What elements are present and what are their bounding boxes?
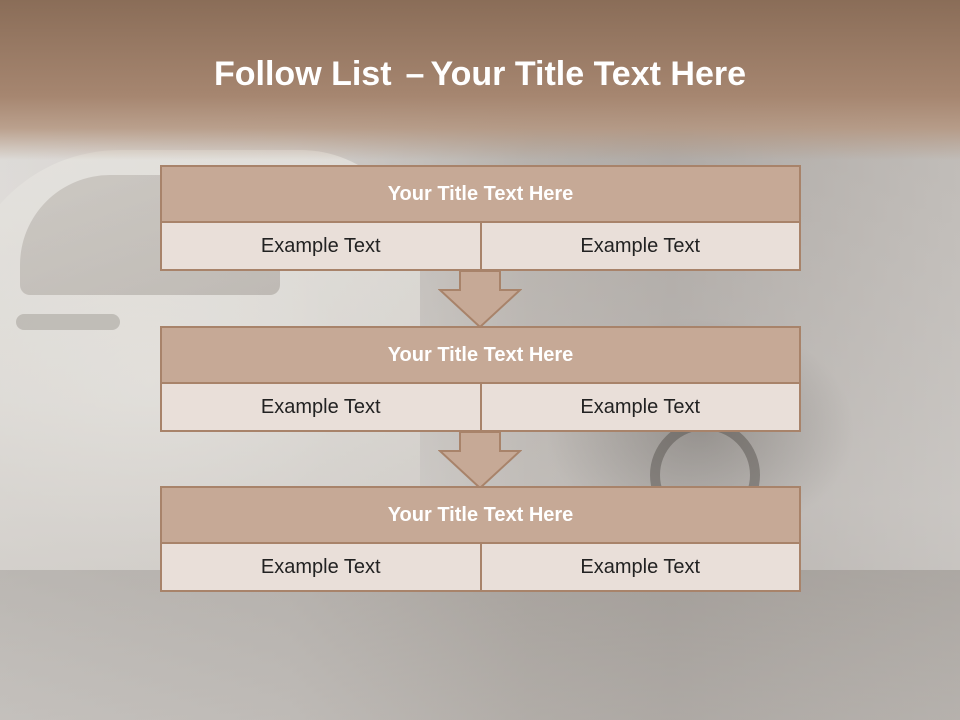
step-title: Your Title Text Here xyxy=(160,326,801,384)
title-rest: Your Title Text Here xyxy=(430,55,746,93)
step-block-2: Your Title Text Here Example Text Exampl… xyxy=(160,326,801,432)
step-row: Example Text Example Text xyxy=(160,542,801,592)
step-title: Your Title Text Here xyxy=(160,486,801,544)
step-block-3: Your Title Text Here Example Text Exampl… xyxy=(160,486,801,592)
step-cell-right: Example Text xyxy=(481,382,801,432)
down-arrow-icon xyxy=(438,270,522,328)
step-cell-left: Example Text xyxy=(160,221,482,271)
step-row: Example Text Example Text xyxy=(160,221,801,271)
step-title: Your Title Text Here xyxy=(160,165,801,223)
step-cell-right: Example Text xyxy=(481,542,801,592)
car-door-handle xyxy=(16,314,120,330)
step-cell-left: Example Text xyxy=(160,542,482,592)
cobblestone-ground xyxy=(0,570,960,720)
title-dash: – xyxy=(405,55,425,93)
title-bold: Follow List xyxy=(214,55,392,93)
step-cell-left: Example Text xyxy=(160,382,482,432)
step-row: Example Text Example Text xyxy=(160,382,801,432)
step-block-1: Your Title Text Here Example Text Exampl… xyxy=(160,165,801,271)
step-cell-right: Example Text xyxy=(481,221,801,271)
down-arrow-icon xyxy=(438,431,522,489)
slide-title: Follow List–Your Title Text Here xyxy=(0,55,960,94)
title-band xyxy=(0,0,960,160)
